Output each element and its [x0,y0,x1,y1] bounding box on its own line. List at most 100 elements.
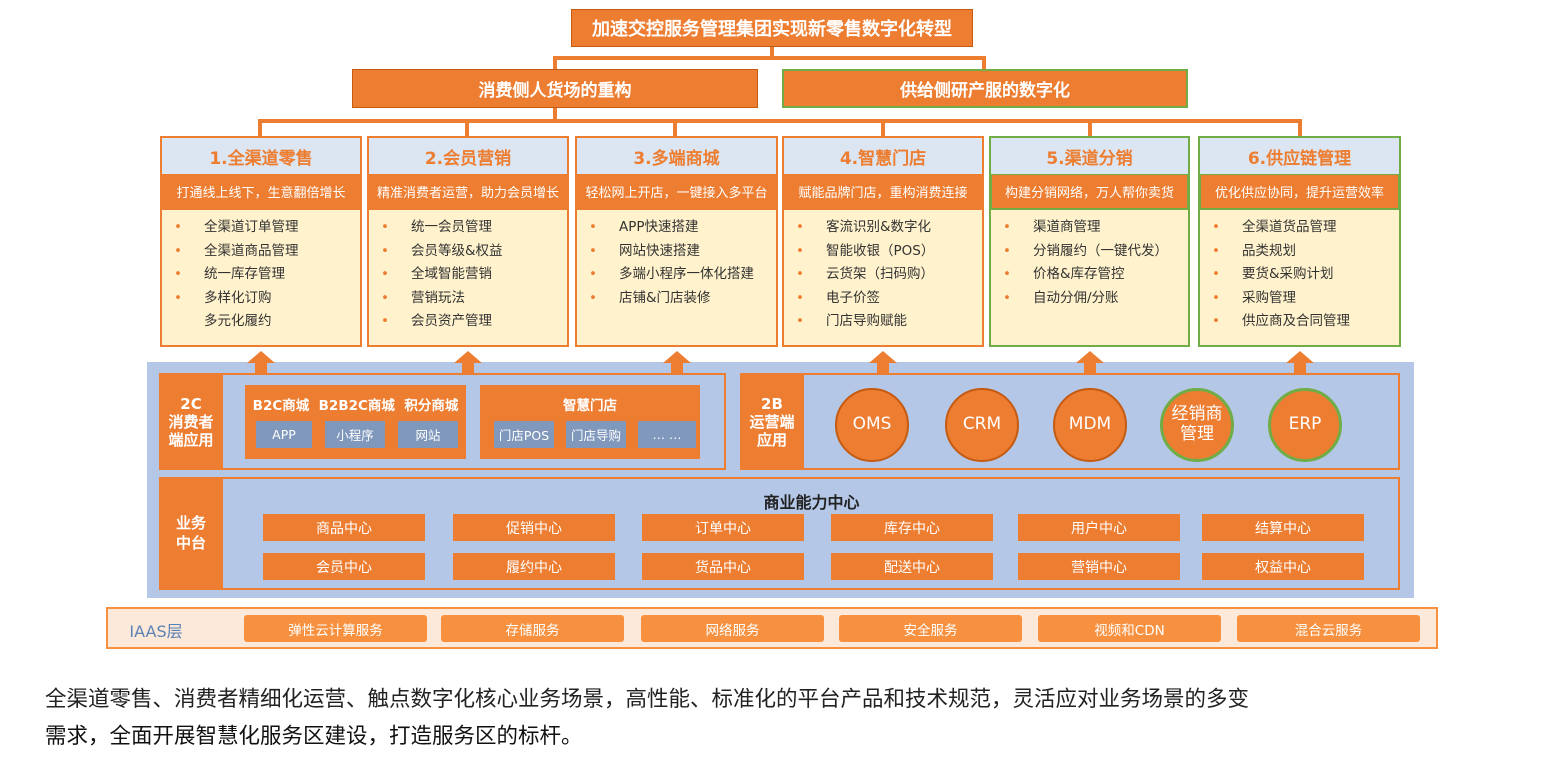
column-item: •统一库存管理 [170,263,360,287]
store-tag: 门店导购 [566,421,626,448]
bullet-icon: • [381,313,389,329]
column-item: • 渠道商管理 [999,216,1188,240]
caption-line-2-highlight: 全面开展智慧化服务区建设，打造服务区的标杆。 [109,724,583,749]
column-4: 4.智慧门店赋能品牌门店，重构消费连接•客流识别&数字化•智能收银（POS）•云… [782,136,984,348]
column-item: • 智能收银（POS） [792,240,982,264]
iaas-item: 弹性云计算服务 [244,615,427,642]
system-circle: OMS [835,388,909,462]
column-item: •价格&库存管控 [999,263,1188,287]
column-item-label: 统一会员管理 [411,219,492,235]
bullet-icon: • [174,242,182,259]
column-item-label: 店铺&门店装修 [619,289,711,306]
column-item-label: 营销玩法 [411,289,465,306]
mall-tag: 小程序 [325,421,385,448]
bullet-icon: • [1003,219,1011,235]
system-circle: 经销商 管理 [1160,388,1234,462]
arrow-stem [462,363,474,373]
column-item-label: 自动分佣/分账 [1033,289,1119,306]
system-circle: MDM [1053,388,1127,462]
bullet-icon: • [589,266,597,282]
column-subtitle: 轻松网上开店，一键接入多平台 [575,175,778,208]
iaas-item: 存储服务 [441,615,624,642]
column-item: •会员等级&权益 [377,240,567,264]
column-item: •电子价签 [792,287,982,311]
column-item-label: 价格&库存管控 [1033,266,1125,282]
column-item-label: 分销履约（一键代发） [1033,242,1168,259]
left-branch: 消费侧人货场的重构 [352,69,758,108]
column-body: •客流识别&数字化•智能收银（POS）•云货架（扫码购）•电子价签•门店导购赋能 [782,208,984,347]
capability-center: 权益中心 [1202,553,1364,580]
column-item: •采购管理 [1208,287,1399,311]
bullet-icon: • [589,289,597,306]
column-item: • 全渠道商品管理 [170,240,360,264]
bullet-icon: • [174,219,182,235]
capability-center: 库存中心 [831,514,993,541]
bullet-icon: • [796,289,804,306]
column-body: •统一会员管理•会员等级&权益•全域智能营销•营销玩法•会员资产管理 [367,208,569,347]
bullet-icon: • [1003,289,1011,306]
column-subtitle: 赋能品牌门店，重构消费连接 [782,175,984,208]
bullet-icon: • [1212,289,1220,306]
column-body: •全渠道货品管理•品类规划•要货&采购计划•采购管理•供应商及合同管理 [1198,208,1401,347]
caption-line-1: 全渠道零售、消费者精细化运营、触点数字化核心业务场景，高性能、标准化的平台产品和… [45,687,1250,712]
column-item-label: 全渠道商品管理 [204,242,299,259]
iaas-item: 网络服务 [641,615,824,642]
column-subtitle: 打通线上线下，生意翻倍增长 [160,175,362,208]
bullet-icon: • [1212,266,1220,282]
column-item: • 自动分佣/分账 [999,287,1188,311]
capability-center: 会员中心 [263,553,425,580]
up-arrow-icon [1075,351,1104,363]
bullet-icon: • [1212,242,1220,259]
column-item: •云货架（扫码购） [792,263,982,287]
column-body: • 渠道商管理 • 分销履约（一键代发） •价格&库存管控 • 自动分佣/分账 [989,208,1190,347]
column-item: •多样化订购 [170,287,360,311]
column-item-label: 全域智能营销 [411,266,492,282]
column-5: 5.渠道分销构建分销网络，万人帮你卖货•渠道商管理•分销履约（一键代发）•价格&… [989,136,1190,348]
bullet-icon: • [381,242,389,259]
column-item: •客流识别&数字化 [792,216,982,240]
bullet-icon: • [381,219,389,235]
bullet-icon: • [589,219,597,235]
up-arrow-icon [454,351,482,363]
column-item-label: 门店导购赋能 [826,313,907,329]
c2-label: 2C 消费者 端应用 [159,373,223,470]
up-arrow-icon [1285,351,1314,363]
capability-center: 配送中心 [831,553,993,580]
column-title: 1.全渠道零售 [160,136,362,176]
column-item-label: 云货架（扫码购） [826,266,934,282]
column-body: •APP快速搭建•网站快速搭建•多端小程序一体化搭建•店铺&门店装修 [575,208,778,347]
capability-center: 商品中心 [263,514,425,541]
bullet-icon: • [796,242,804,259]
column-item-label: 智能收银（POS） [826,242,935,259]
up-arrow-icon [869,351,897,363]
up-arrow-icon [247,351,275,363]
column-item: •会员资产管理 [377,310,567,334]
column-item-label: 客流识别&数字化 [826,219,932,235]
bullet-icon: • [1212,219,1220,235]
column-item-extra: 多元化履约 [170,310,360,334]
column-item-list: •统一会员管理•会员等级&权益•全域智能营销•营销玩法•会员资产管理 [377,216,567,334]
iaas-item: 混合云服务 [1237,615,1420,642]
diagram-title: 加速交控服务管理集团实现新零售数字化转型 [571,9,973,47]
column-item-label: 全渠道货品管理 [1242,219,1337,235]
capability-center: 结算中心 [1202,514,1364,541]
middle-label: 业务 中台 [159,477,223,590]
column-item-label: 网站快速搭建 [619,242,700,259]
store-tag: … … [638,421,696,448]
right-branch: 供给侧研产服的数字化 [782,69,1188,108]
column-item: •要货&采购计划 [1208,263,1399,287]
column-3: 3.多端商城轻松网上开店，一键接入多平台•APP快速搭建•网站快速搭建•多端小程… [575,136,778,348]
bullet-icon: • [1003,242,1011,259]
column-item-label: APP快速搭建 [619,219,699,235]
column-item-list: • 渠道商管理 • 分销履约（一键代发） •价格&库存管控 • 自动分佣/分账 [999,216,1188,310]
capability-center: 货品中心 [642,553,804,580]
column-item-label: 品类规划 [1242,242,1296,259]
mall-tag: APP [256,421,312,448]
middle-title: 商业能力中心 [763,493,860,512]
column-item-list: •APP快速搭建•网站快速搭建•多端小程序一体化搭建•店铺&门店装修 [585,216,776,310]
column-item-label: 供应商及合同管理 [1242,313,1350,329]
column-item: • 店铺&门店装修 [585,287,776,311]
column-item: •营销玩法 [377,287,567,311]
arrow-stem [1293,363,1306,373]
column-item-label: 渠道商管理 [1033,219,1101,235]
